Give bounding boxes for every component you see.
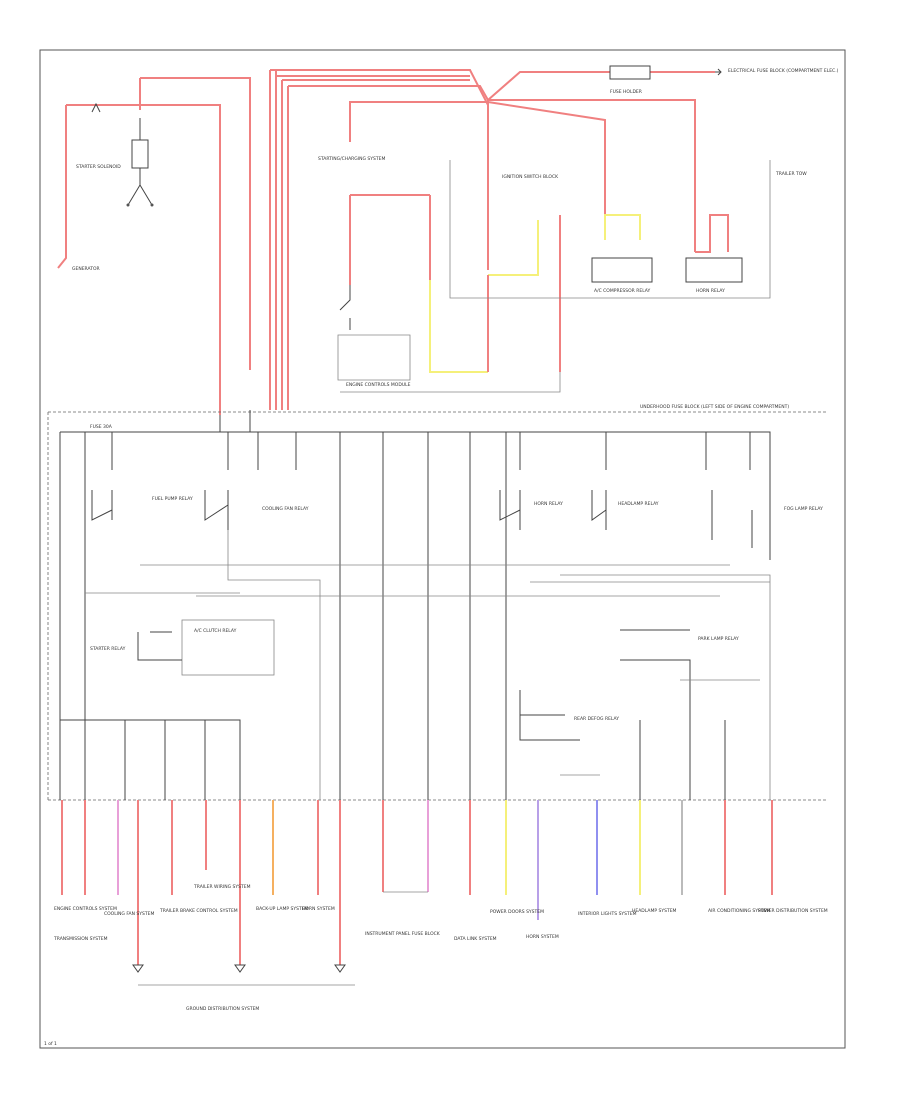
horn-relay-box	[685, 257, 743, 283]
horn-system-2-label: HORN SYSTEM	[526, 934, 559, 940]
engine-module-label: ENGINE CONTROLS MODULE	[346, 382, 411, 388]
footer-id: 1 of 1	[44, 1041, 57, 1047]
fuse-holder-label: FUSE HOLDER	[610, 89, 642, 95]
power-doors-label: POWER DOORS SYSTEM	[490, 909, 544, 915]
horn-relay-label: HORN RELAY	[696, 288, 725, 294]
power-distribution-label: POWER DISTRIBUTION SYSTEM	[758, 908, 828, 914]
external-source-label: ELECTRICAL FUSE BLOCK (COMPARTMENT ELEC.…	[728, 68, 839, 74]
trailer-brake-label: TRAILER BRAKE CONTROL SYSTEM	[159, 908, 238, 914]
relay-d-label: STARTER RELAY	[90, 646, 126, 652]
ac-clutch-relay-box	[181, 619, 275, 676]
ac-compressor-relay-box	[591, 257, 653, 283]
fuse-block-internals	[59, 410, 771, 800]
fuse-holder-box	[609, 65, 651, 80]
relay-c-label: A/C CLUTCH RELAY	[194, 628, 237, 634]
backup-lamp-label: BACK-UP LAMP SYSTEM	[256, 906, 309, 912]
fuse-block-title: UNDERHOOD FUSE BLOCK (LEFT SIDE OF ENGIN…	[640, 404, 789, 410]
data-link-label: DATA LINK SYSTEM	[454, 936, 497, 942]
relay-b-label: COOLING FAN RELAY	[262, 506, 309, 512]
fuse-block-boundary	[47, 411, 828, 801]
relay-f-label: HEADLAMP RELAY	[618, 501, 659, 507]
fuse-top-left-label: FUSE 30A	[90, 424, 113, 430]
ac-compressor-label: A/C COMPRESSOR RELAY	[594, 288, 651, 294]
air-conditioning-label: AIR CONDITIONING SYSTEM	[708, 908, 770, 914]
relay-g-label: FOG LAMP RELAY	[784, 506, 823, 512]
relay-i-label: REAR DEFOG RELAY	[574, 716, 619, 722]
output-wires	[61, 800, 773, 986]
cooling-fan-label: COOLING FAN SYSTEM	[104, 911, 154, 917]
trailer-wiring-label: TRAILER WIRING SYSTEM	[193, 884, 251, 890]
starting-charging-label: STARTING/CHARGING SYSTEM	[318, 156, 385, 162]
ignition-switch-area	[337, 160, 771, 393]
relay-a-label: FUEL PUMP RELAY	[152, 496, 193, 502]
headlamp-label: HEADLAMP SYSTEM	[632, 908, 677, 914]
relay-e-label: HORN RELAY	[534, 501, 563, 507]
generator-label: GENERATOR	[72, 266, 100, 272]
trailer-tow-note: TRAILER TOW	[775, 171, 807, 177]
engine-controls-label: ENGINE CONTROLS SYSTEM	[54, 906, 117, 912]
transmission-label: TRANSMISSION SYSTEM	[53, 936, 108, 942]
horn-system-label: HORN SYSTEM	[302, 906, 335, 912]
ground-distribution-label: GROUND DISTRIBUTION SYSTEM	[186, 1006, 259, 1012]
starter-solenoid-label: STARTER SOLENOID	[76, 164, 121, 170]
interior-lights-label: INTERIOR LIGHTS SYSTEM	[578, 911, 637, 917]
ip-fuse-block-label: INSTRUMENT PANEL FUSE BLOCK	[365, 931, 441, 937]
main-feed-wires	[269, 69, 715, 410]
power-feed-section	[57, 77, 251, 415]
diagram-frame	[39, 49, 846, 1049]
relay-h-label: PARK LAMP RELAY	[698, 636, 739, 642]
ignition-switch-label: IGNITION SWITCH BLOCK	[502, 174, 559, 180]
